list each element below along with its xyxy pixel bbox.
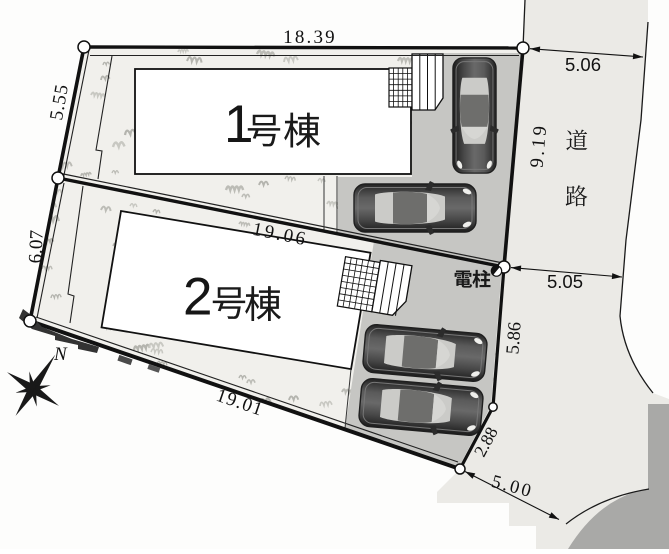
svg-text:5.06: 5.06	[565, 54, 601, 75]
svg-text:18.39: 18.39	[283, 27, 337, 48]
svg-text:5.86: 5.86	[503, 321, 525, 355]
svg-text:N: N	[53, 344, 68, 365]
svg-text:2: 2	[183, 268, 212, 327]
svg-text:9.19: 9.19	[527, 122, 552, 168]
svg-text:5.05: 5.05	[547, 271, 583, 292]
svg-text:6.07: 6.07	[25, 230, 48, 264]
svg-text:1: 1	[224, 95, 253, 154]
